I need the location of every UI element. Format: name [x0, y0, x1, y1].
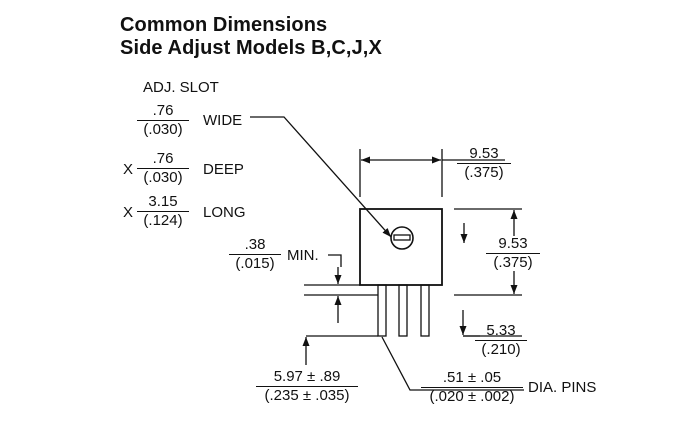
top-width-value: 9.53 (.375): [457, 146, 511, 181]
slot-long-mm: 3.15: [137, 194, 189, 212]
slot-deep-value: .76 (.030): [137, 151, 189, 186]
slot-long-label: LONG: [203, 204, 246, 221]
slot-wide-mm: .76: [137, 103, 189, 121]
pin-dia-value: .51 ± .05 (.020 ± .002): [421, 370, 523, 405]
pin-right: [420, 284, 430, 337]
pin-dia-in: (.020 ± .002): [429, 388, 515, 405]
component-body: [359, 208, 443, 286]
height-value: 9.53 (.375): [486, 236, 540, 271]
slot-long-value: 3.15 (.124): [137, 194, 189, 229]
pin-spacing-in: (.235 ± .035): [264, 387, 350, 404]
adjust-slot: [393, 234, 411, 241]
height-mm: 9.53: [486, 236, 540, 254]
slot-deep-mm: .76: [137, 151, 189, 169]
pin-left: [377, 284, 387, 337]
top-width-in: (.375): [464, 164, 504, 181]
pin-spacing-value: 5.97 ± .89 (.235 ± .035): [256, 369, 358, 404]
title-line-2: Side Adjust Models B,C,J,X: [120, 37, 382, 59]
slot-wide-value: .76 (.030): [137, 103, 189, 138]
pin-length-in: (.210): [481, 341, 521, 358]
pin-dia-mm: .51 ± .05: [421, 370, 523, 388]
pin-spacing-mm: 5.97 ± .89: [256, 369, 358, 387]
slot-deep-prefix: X: [123, 161, 134, 178]
top-width-mm: 9.53: [457, 146, 511, 164]
pin-dia-label: DIA. PINS: [528, 379, 597, 396]
slot-leader: [250, 116, 392, 238]
pin-length-value: 5.33 (.210): [475, 323, 527, 358]
standoff-value: .38 (.015): [229, 237, 281, 272]
pin-length-mm: 5.33: [475, 323, 527, 341]
title-line-1: Common Dimensions: [120, 14, 328, 36]
slot-deep-label: DEEP: [203, 161, 244, 178]
standoff-mm: .38: [229, 237, 281, 255]
adjust-screw: [390, 226, 414, 250]
slot-long-prefix: X: [123, 204, 134, 221]
slot-deep-in: (.030): [143, 169, 183, 186]
slot-wide-in: (.030): [143, 121, 183, 138]
slot-long-in: (.124): [143, 212, 183, 229]
height-in: (.375): [493, 254, 533, 271]
slot-wide-label: WIDE: [203, 112, 243, 129]
pin-middle: [398, 284, 408, 337]
standoff-in: (.015): [235, 255, 275, 272]
standoff-min-label: MIN.: [287, 247, 319, 264]
adj-slot-heading: ADJ. SLOT: [143, 79, 219, 96]
